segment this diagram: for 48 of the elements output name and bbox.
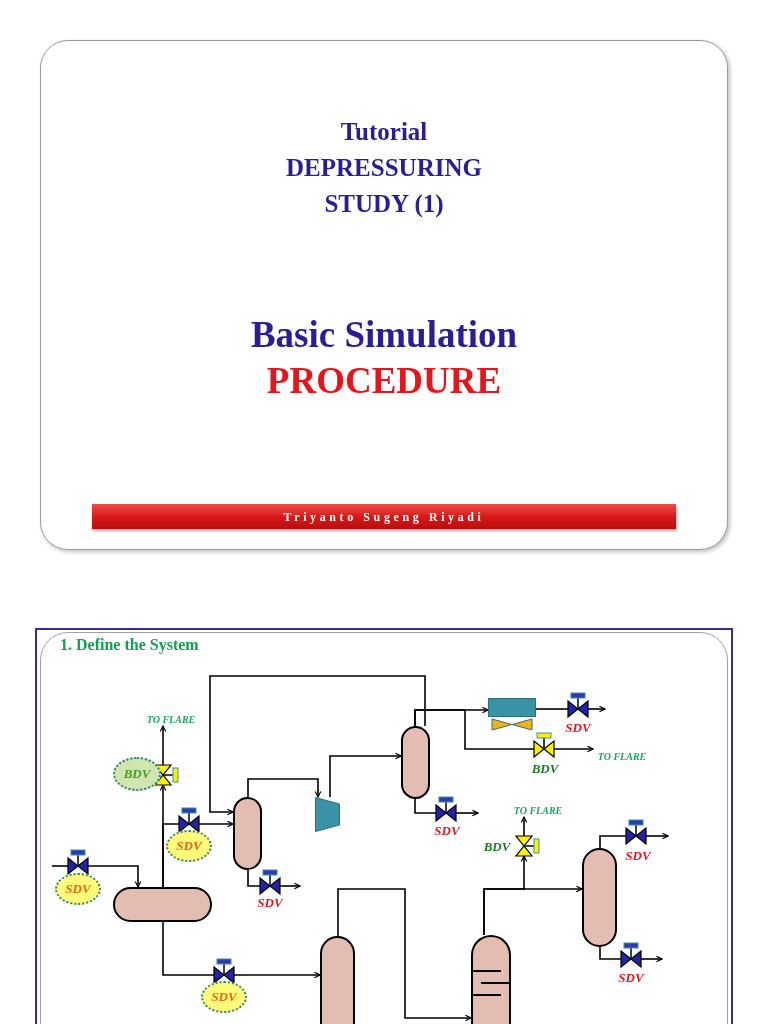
vertical-vessel	[233, 797, 262, 870]
valve-tag: BDV	[483, 839, 511, 854]
flare-label: TO FLARE	[597, 751, 647, 763]
vertical-vessel	[320, 936, 355, 1024]
pipe-line	[51, 865, 69, 867]
horizontal-drum	[113, 887, 212, 922]
pipe-line	[599, 835, 627, 849]
pipe-line	[87, 865, 142, 888]
pipe-line	[640, 955, 663, 963]
pipe-line	[233, 971, 321, 979]
pipe-line	[162, 823, 180, 888]
valve-tag: SDV	[257, 895, 283, 910]
pipe-line	[414, 798, 437, 814]
pipe-line	[159, 725, 167, 766]
pipe-line	[414, 709, 535, 750]
valve-tag: SDV	[625, 848, 651, 863]
subtitle: PROCEDURE	[266, 359, 502, 403]
pipe-line	[329, 752, 402, 798]
author-banner: Triyanto Sugeng Riyadi	[92, 504, 676, 529]
compressor-icon	[315, 797, 340, 832]
column-vessel	[471, 935, 511, 1024]
pipe-line	[645, 832, 669, 840]
air-cooler-icon	[488, 698, 536, 731]
pipe-line	[587, 705, 606, 713]
pipe-line	[535, 708, 569, 710]
valve-tag: BDV	[531, 761, 559, 776]
subtitle: Basic Simulation	[250, 313, 518, 357]
pipe-line	[455, 809, 479, 817]
pipe-line	[279, 882, 301, 890]
pipe-line	[483, 855, 528, 936]
section-heading: 1. Define the System	[60, 635, 199, 656]
valve-tag: SDV	[618, 970, 644, 985]
flare-label: TO FLARE	[146, 714, 196, 726]
pipe-line	[337, 888, 472, 1022]
pipe-line	[520, 816, 528, 837]
vertical-vessel	[582, 848, 617, 947]
pipe-line	[553, 745, 594, 753]
pipe-line	[209, 675, 426, 816]
pipe-line	[198, 820, 234, 828]
pipe-line	[162, 921, 215, 976]
pipe-line	[599, 946, 622, 960]
flare-label: TO FLARE	[513, 805, 563, 817]
pipe-line	[247, 869, 261, 887]
pipe-line	[247, 778, 322, 798]
valve-tag: SDV	[565, 720, 591, 735]
valve-tag: SDV	[434, 823, 460, 838]
title: Tutorial DEPRESSURING STUDY (1)	[285, 117, 483, 220]
vertical-vessel	[401, 726, 430, 799]
